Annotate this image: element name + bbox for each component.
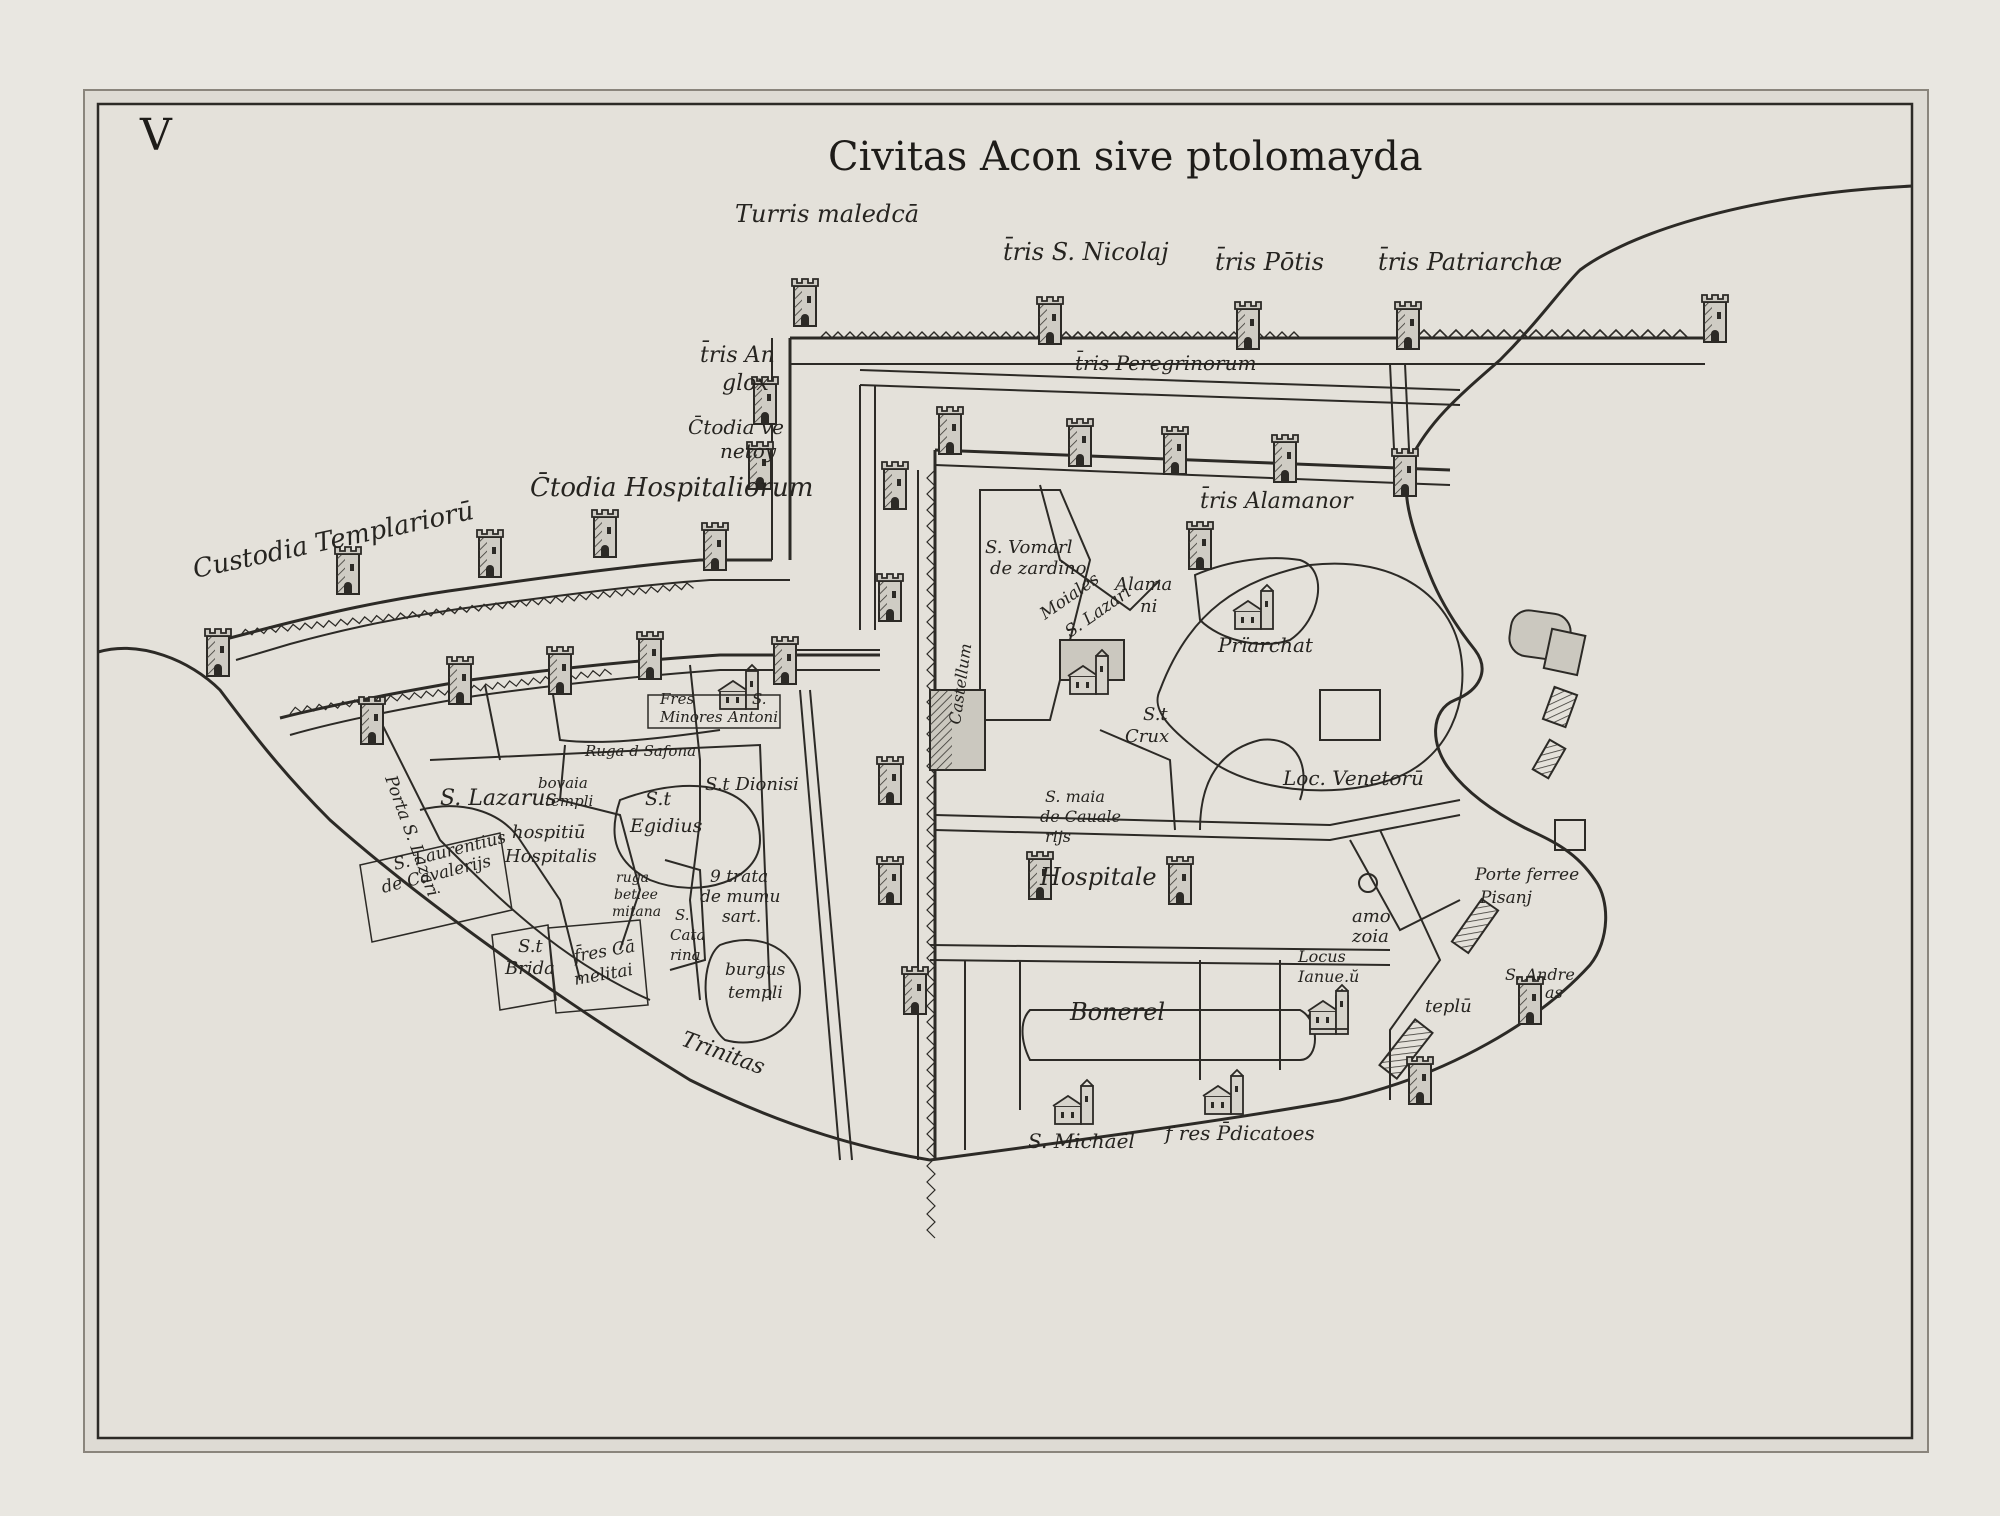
coastline xyxy=(97,184,1913,1162)
label-boxes xyxy=(359,694,781,1014)
label-hospitiu-2: Hospitalis xyxy=(504,846,597,867)
label-fres-minores-1: Fres xyxy=(659,690,694,708)
label-tris-anglox-1: t̄ris An xyxy=(700,340,775,368)
label-s-crux-1: S.t xyxy=(1143,704,1168,725)
label-hospitiu-1: hospitiū xyxy=(512,822,586,843)
streets xyxy=(369,363,1464,1161)
label-tris-nicolai: t̄ris S. Nicolaj xyxy=(1003,237,1169,266)
map-frame xyxy=(96,102,1914,1440)
label-s-michael: S. Michaël xyxy=(1028,1129,1135,1153)
label-s-vomarl-2: de zardino xyxy=(990,558,1087,579)
label-alamani-2: ni xyxy=(1140,596,1157,617)
castle-block xyxy=(929,609,1587,1081)
label-templu: teplū xyxy=(1425,996,1472,1017)
label-fres-pdicatoes: f res P̄dicatoes xyxy=(1163,1120,1315,1145)
label-tris-alamanor: t̄ris Alamanor xyxy=(1200,486,1354,514)
label-bovaria-2: templi xyxy=(545,792,594,810)
label-contrata-2: de mumu xyxy=(700,887,780,907)
label-s-catarina-2: Cata xyxy=(670,926,705,944)
label-s-maria-3: rijs xyxy=(1045,827,1071,846)
label-s-brida-2: Brida xyxy=(504,958,555,979)
label-s-antoni-2: Antoni xyxy=(726,708,778,726)
label-locus-ianuesi-1: Locus xyxy=(1297,947,1346,966)
label-s-andreas-2: as xyxy=(1545,983,1563,1002)
label-ruga-betlee-1: ruga xyxy=(616,870,649,886)
label-s-catarina-3: rina xyxy=(670,946,701,964)
label-porte-ferree-1: Porte ferree xyxy=(1474,865,1579,885)
label-ruga-safona: Ruga d Safona xyxy=(584,742,696,760)
label-ctodia-venetoy-2: netoy xyxy=(720,439,777,463)
label-ctodia-hospitaliorum: C̄todia Hospitaliorum xyxy=(530,471,813,503)
label-s-egidius-1: S.t xyxy=(645,788,671,810)
label-tris-patriarche: t̄ris Patriarchæ xyxy=(1378,247,1562,276)
label-ruga-betlee-2: betlee xyxy=(614,887,658,903)
label-loc-venetoru: Loc. Venetorū xyxy=(1282,766,1424,790)
label-s-andreas-1: S. Andre xyxy=(1505,965,1575,984)
label-fres-minores-2: Minores xyxy=(659,708,723,726)
label-locus-ianuesi-2: Ianue.ŭ xyxy=(1297,967,1359,986)
plate-mark-v: V xyxy=(139,110,173,161)
label-s-maria-2: de Cauale xyxy=(1040,807,1121,826)
label-s-lazarus: S. Lazarus xyxy=(440,786,557,811)
label-porte-ferree-2: Pisanj xyxy=(1479,888,1533,908)
label-burgus-1: burgus xyxy=(725,960,786,980)
label-tris-anglox-2: glox xyxy=(722,371,769,396)
label-hospitale: Hospitale xyxy=(1039,863,1157,891)
label-ctodia-venetoy-1: C̄todia ve xyxy=(688,414,784,439)
label-tris-potis: t̄ris Pōtis xyxy=(1215,247,1324,276)
label-s-vomarl-1: S. Vomarl xyxy=(985,537,1073,558)
label-s-dionisi: S.t Dionisi xyxy=(705,774,799,795)
label-s-antoni-1: S. xyxy=(752,690,767,708)
map-title: Civitas Acon sive ptolomayda xyxy=(828,134,1423,180)
label-alamani-1: Alama xyxy=(1113,574,1172,595)
label-priarchat: Prïarchat xyxy=(1217,633,1314,657)
label-contrata-3: sart. xyxy=(722,907,761,927)
label-turris-maledca: Turris maledcā xyxy=(735,200,919,228)
label-s-catarina-1: S. xyxy=(675,906,690,924)
label-bovaria-1: bovaia xyxy=(538,774,588,792)
label-s-crux-2: Crux xyxy=(1125,726,1169,747)
label-bonerel: Bonerel xyxy=(1069,998,1165,1026)
label-s-egidius-2: Egidius xyxy=(629,815,703,837)
label-s-brida-1: S.t xyxy=(518,936,543,957)
label-tris-peregrinorum: t̄ris Peregrinorum xyxy=(1075,350,1257,375)
label-amozoia-2: zoia xyxy=(1351,926,1389,947)
label-contrata-1: 9 trata xyxy=(710,867,768,887)
label-s-maria-1: S. maia xyxy=(1045,787,1105,806)
label-ruga-betlee-3: mitana xyxy=(612,904,661,920)
label-burgus-2: templi xyxy=(728,983,783,1003)
label-amozoia-1: amo xyxy=(1352,906,1391,927)
